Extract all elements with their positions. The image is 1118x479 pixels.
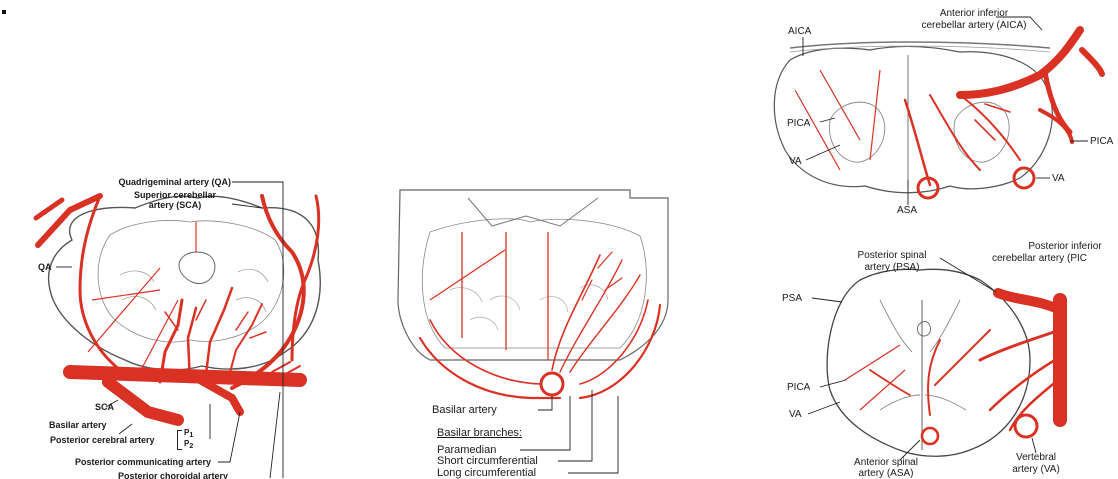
rostral-olive-right: [954, 102, 1009, 162]
rostral-olive-left: [829, 102, 884, 162]
p2-label: P2: [184, 440, 193, 451]
aqueduct-outline: [179, 252, 215, 284]
va-label-bottom: VA: [789, 409, 802, 420]
pons-texture: [450, 285, 608, 330]
caudal-vertebral: [1015, 415, 1037, 437]
posterior-spinal-label-line2: artery (PSA): [844, 262, 940, 273]
anterior-inferior-label-line1: Anterior inferior: [904, 8, 1044, 19]
caudal-gray-matter: [880, 300, 966, 410]
pica-label-top-left: PICA: [787, 118, 810, 129]
pons-paramedian-lines: [430, 232, 548, 360]
posterior-cerebral-artery-label: Posterior cerebral artery: [50, 435, 155, 446]
posterior-inferior-label-line2: cerebellar artery (PIC: [992, 253, 1118, 264]
va-label-top-left: VA: [789, 156, 802, 167]
caudal-central-canal: [917, 322, 930, 337]
basilar-artery-label-left: Basilar artery: [49, 420, 107, 431]
midbrain-detail-1: [120, 269, 268, 312]
basilar-branches-heading: Basilar branches:: [437, 427, 522, 440]
aica-label: AICA: [788, 26, 811, 37]
posterior-inferior-label-line1: Posterior inferior: [1012, 241, 1118, 252]
anterior-spinal-label-line1: Anterior spinal: [838, 457, 934, 468]
rostral-vessels: [905, 30, 1102, 185]
pons-vessels: [420, 252, 660, 398]
pica-label-bottom: PICA: [787, 382, 810, 393]
caudal-medulla-drawing: [808, 258, 1060, 460]
superior-cerebellar-label-line2: artery (SCA): [120, 200, 230, 211]
rostral-va-right: [1014, 168, 1034, 188]
asa-label-top: ASA: [897, 205, 917, 216]
midbrain-thin-arteries: [88, 222, 196, 368]
anterior-inferior-label-line2: cerebellar artery (AICA): [904, 20, 1044, 31]
posterior-choroidal-label: Posterior choroidal artery: [118, 471, 228, 479]
long-circumferential-label: Long circumferential: [437, 467, 536, 479]
qa-label: QA: [38, 262, 52, 273]
pica-label-top-right: PICA: [1090, 136, 1113, 147]
quadrigeminal-artery-label: Quadrigeminal artery (QA): [105, 177, 231, 188]
midbrain-vessels: [36, 196, 319, 420]
p-bracket: [177, 430, 182, 450]
basilar-artery-label-middle: Basilar artery: [432, 404, 497, 417]
va-label-top-right: VA: [1052, 173, 1065, 184]
pons-basilar-artery: [541, 373, 563, 395]
vertebral-label-line1: Vertebral: [996, 452, 1076, 463]
posterior-communicating-label: Posterior communicating artery: [75, 457, 211, 468]
psa-label: PSA: [782, 293, 802, 304]
caudal-asa: [922, 428, 938, 444]
anterior-spinal-label-line2: artery (ASA): [838, 468, 934, 479]
caudal-thin-arteries: [845, 345, 905, 410]
posterior-spinal-label-line1: Posterior spinal: [844, 250, 940, 261]
rostral-medulla-outline: [774, 46, 1052, 192]
sca-label: SCA: [95, 402, 114, 413]
vertebral-label-line2: artery (VA): [986, 464, 1086, 475]
